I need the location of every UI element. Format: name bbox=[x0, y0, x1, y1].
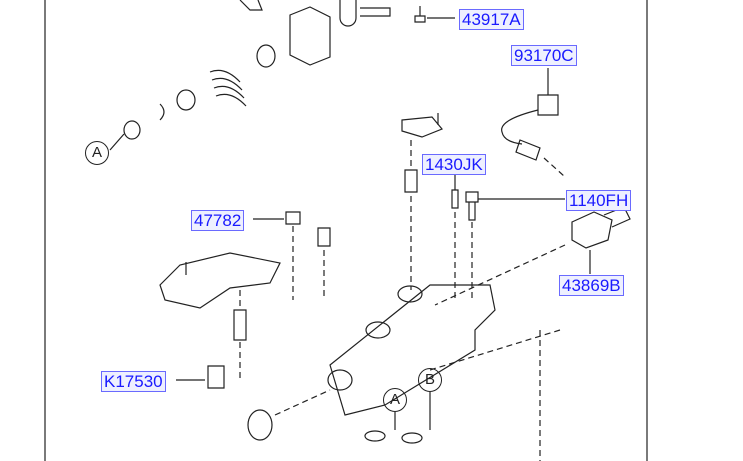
top-fitting bbox=[239, 0, 263, 11]
lever-bracket bbox=[159, 252, 281, 309]
ref-marker-b-bottom: B bbox=[418, 368, 442, 392]
valve-body bbox=[329, 284, 496, 416]
cup bbox=[176, 89, 196, 111]
part-label-1430jk[interactable]: 1430JK bbox=[422, 154, 486, 175]
part-label-k17530[interactable]: K17530 bbox=[101, 371, 166, 392]
seal bbox=[256, 44, 276, 68]
bracket bbox=[289, 6, 331, 66]
part-label-93170c[interactable]: 93170C bbox=[511, 45, 577, 66]
clip bbox=[159, 103, 165, 121]
ref-marker-a-left: A bbox=[85, 141, 109, 165]
part-label-1140fh[interactable]: 1140FH bbox=[566, 190, 632, 211]
part-label-47782[interactable]: 47782 bbox=[191, 210, 245, 231]
shaft bbox=[339, 0, 357, 27]
ref-marker-a-bottom: A bbox=[383, 388, 407, 412]
part-label-43869b[interactable]: 43869B bbox=[559, 275, 624, 296]
part-label-43917a[interactable]: 43917A bbox=[459, 9, 524, 30]
spring bbox=[209, 69, 247, 107]
piston bbox=[123, 120, 141, 140]
